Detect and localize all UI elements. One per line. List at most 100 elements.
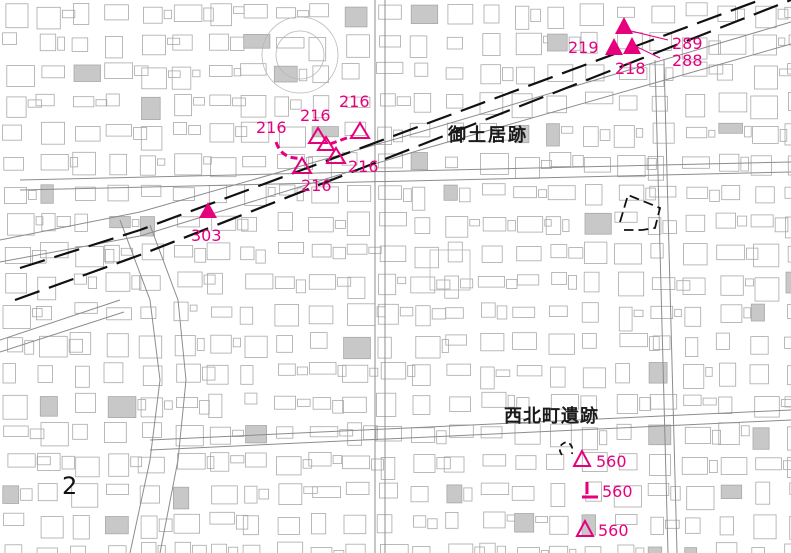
building-outline [211, 215, 237, 231]
building-outline [173, 513, 201, 534]
building-outline [211, 543, 228, 553]
building-outline [718, 92, 748, 113]
building-outline [581, 452, 608, 473]
building-outline [580, 395, 597, 414]
building-outline [752, 126, 779, 144]
building-outline [754, 277, 780, 302]
building-outline [105, 36, 123, 59]
building-outline [507, 220, 516, 232]
building-outline [788, 92, 791, 111]
building-outline [685, 214, 706, 232]
building-outline [73, 64, 101, 82]
building-outline [173, 245, 194, 258]
building-outline [784, 396, 791, 408]
building-outline [140, 216, 155, 237]
building-outline [277, 212, 293, 232]
marker-label-560-c: 560 [598, 521, 629, 540]
building-outline [514, 125, 530, 144]
marker-triangle-289[interactable] [615, 17, 633, 34]
building-outline [445, 216, 469, 238]
cross-street-north [19, 161, 791, 181]
building-outline [378, 482, 398, 499]
building-outline [105, 248, 115, 264]
building-outline [174, 541, 191, 553]
building-outline [483, 511, 506, 529]
building-outline [445, 334, 467, 346]
building-outline [541, 550, 549, 553]
building-outline [721, 185, 741, 201]
building-outline [302, 459, 313, 469]
marker-dashed-560[interactable] [582, 482, 598, 499]
building-outline [547, 33, 568, 52]
building-outline [105, 93, 120, 107]
building-outline [296, 10, 310, 18]
building-outline [584, 241, 608, 265]
building-outline [380, 544, 409, 553]
building-outline [686, 486, 715, 511]
building-outline [718, 34, 747, 55]
building-outline [413, 515, 427, 528]
building-outline [516, 246, 542, 262]
building-outline [614, 243, 642, 265]
building-outline [716, 244, 745, 261]
building-outline [755, 481, 771, 505]
building-outline [548, 545, 569, 553]
building-outline [755, 186, 775, 204]
building-outline [242, 544, 261, 553]
building-outline [665, 67, 674, 81]
building-outline [410, 276, 436, 294]
building-outline [344, 6, 368, 28]
building-outline [414, 246, 439, 269]
building-outline [481, 391, 507, 408]
marker-triangle-303[interactable] [199, 202, 217, 218]
building-outline [541, 159, 552, 169]
marker-label-216-e: 216 [256, 118, 287, 137]
marker-dashed-216[interactable] [274, 134, 353, 160]
marker-triangle-216-b[interactable] [349, 121, 371, 139]
building-outline [619, 333, 649, 348]
building-outline [35, 93, 55, 107]
marker-triangle-560-c[interactable] [575, 518, 595, 537]
building-outline [371, 458, 384, 471]
building-outline [480, 366, 495, 390]
marker-triangle-216-d[interactable] [291, 156, 313, 174]
building-outline [784, 6, 791, 18]
building-outline [463, 487, 473, 502]
building-outline [134, 65, 149, 76]
boundary-lines [14, 0, 791, 456]
building-outline [375, 425, 402, 442]
building-outline [618, 95, 638, 111]
building-outline [530, 8, 541, 22]
building-outline [787, 304, 791, 320]
building-outline [686, 126, 708, 139]
site-boundary-nishikita [558, 441, 574, 456]
building-outline [779, 128, 788, 142]
building-outline [232, 337, 241, 348]
building-outline [480, 482, 510, 496]
building-outline [647, 483, 670, 496]
building-outline [774, 217, 789, 233]
building-outline [140, 397, 164, 418]
building-outline [483, 4, 500, 24]
building-outline [514, 513, 535, 533]
building-outline [36, 547, 58, 553]
building-outline [685, 94, 706, 118]
building-outline [755, 457, 782, 471]
building-outline [2, 124, 22, 141]
building-outline [210, 157, 237, 178]
building-outline [686, 186, 709, 199]
building-outline [681, 456, 708, 475]
building-outline [142, 422, 162, 439]
building-outline [171, 66, 192, 90]
marker-triangle-219[interactable] [605, 38, 623, 55]
building-outline [746, 247, 759, 260]
marker-triangle-560-a[interactable] [572, 448, 592, 467]
building-outline [87, 276, 98, 290]
building-outline [278, 483, 303, 505]
building-outline [507, 394, 515, 408]
marker-triangle-216-a[interactable] [307, 126, 329, 144]
marker-label-560-b: 560 [602, 482, 633, 501]
marker-triangle-216-c[interactable] [325, 146, 347, 164]
marker-triangle-218[interactable] [623, 37, 641, 54]
